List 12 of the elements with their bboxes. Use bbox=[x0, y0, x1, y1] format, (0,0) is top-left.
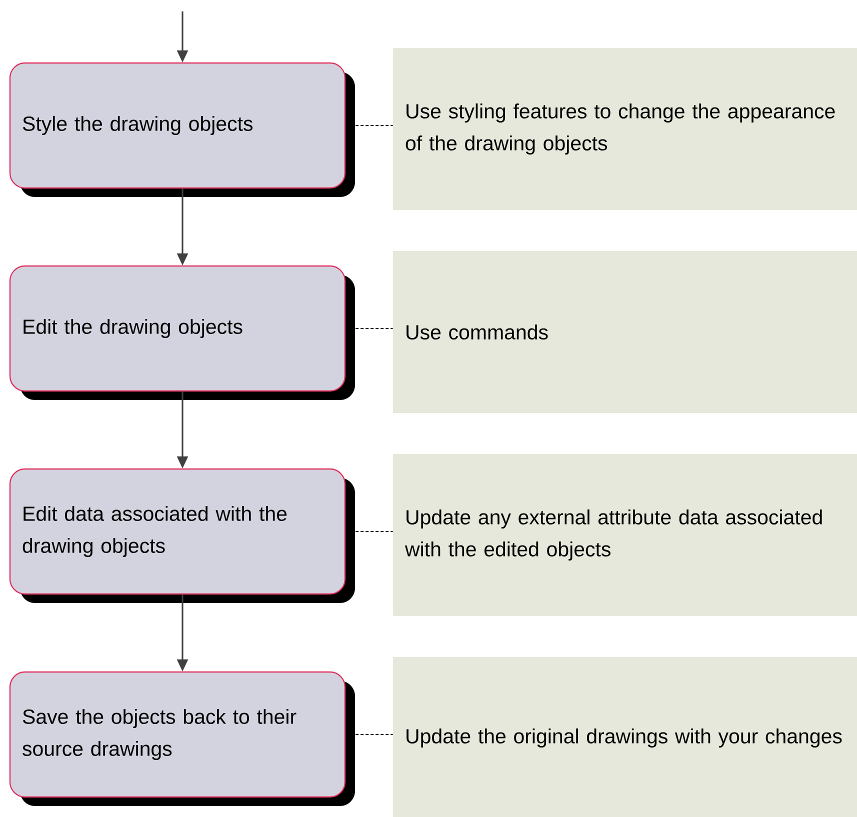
step-box: Style the drawing objects bbox=[9, 62, 355, 197]
description-panel: Update any external attribute data associated with the edited objects bbox=[393, 454, 857, 616]
connector-line bbox=[355, 328, 394, 329]
description-panel: Update the original drawings with your changes bbox=[393, 657, 857, 817]
connector-line bbox=[355, 531, 394, 532]
step-box: Edit the drawing objects bbox=[9, 265, 355, 400]
step-box: Save the objects back to their source drawings bbox=[9, 671, 355, 806]
step-box: Edit data associated with the drawing objects bbox=[9, 468, 355, 603]
description-panel: Use commands bbox=[393, 251, 857, 413]
connector-line bbox=[355, 125, 394, 126]
connector-line bbox=[355, 734, 394, 735]
description-panel: Use styling features to change the appearance of the drawing objects bbox=[393, 48, 857, 210]
